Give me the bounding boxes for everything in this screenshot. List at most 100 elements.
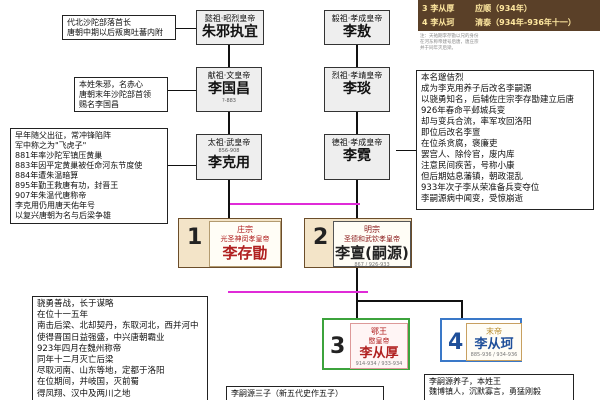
note-line: 即位后改名李亶 [421, 128, 481, 138]
emperor-posthumous-title: 愍皇帝 [368, 337, 390, 345]
note-line: 但后期姑息藩镇，朝政混乱 [421, 172, 524, 182]
note-line: 933年次子李从荣准备兵变夺位 [421, 183, 540, 193]
legend-reign: 应顺（934年） [475, 4, 532, 13]
emperor-number: 1 [187, 225, 203, 250]
emperor-number: 2 [313, 225, 329, 250]
emperor-number: 4 [448, 330, 464, 355]
note-line: 南击后梁、北却契丹，东取河北，西并河中 [37, 321, 199, 332]
note-line: 却与变兵合流，率军攻回洛阳 [421, 117, 532, 127]
note-line: 注意民间疾苦，号称小康 [421, 161, 515, 171]
emperor-info: 鄂王 愍皇帝 李从厚 914-934 / 933-934 [350, 323, 408, 369]
footnote-line: 注：天祐期李存勖以兄的身份 [420, 34, 479, 39]
ancestor-name: 李敖 [343, 24, 371, 40]
emperor-4-card: 4 末帝 李从珂 885-936 / 934-936 [440, 318, 522, 362]
legend-footnote: 注：天祐期李存勖以兄的身份 在河东称帝建号后唐，唐庄宗 并于同年灭后梁。 [420, 34, 479, 52]
legend-reign: 清泰（934年-936年十一） [475, 18, 576, 27]
note-line: 同年十二月灭亡后梁 [37, 355, 114, 366]
emperor-name: 李亶(嗣源) [335, 244, 409, 262]
emperor-number: 3 [330, 334, 346, 359]
emperor-posthumous-title: 圣德和武钦孝皇帝 [344, 235, 400, 243]
emperor-info: 庄宗 光圣神闵孝皇帝 李存勖 [209, 221, 281, 267]
emperor-dates: 867 / 926-933 [354, 262, 390, 268]
footnote-line: 并于同年灭后梁。 [420, 46, 456, 51]
ancestor-name: 李国昌 [208, 81, 250, 97]
note-line: 尽取河南、山东等地，定都于洛阳 [37, 366, 165, 377]
succession-line [228, 291, 368, 293]
note-line: 赐名李国昌 [79, 100, 119, 109]
ancestor-name: 李琰 [343, 81, 371, 97]
note-line: 895年勤王救唐有功，封晋王 [15, 181, 119, 190]
connector-line [356, 112, 358, 134]
note-line: 本名邈佶烈 [421, 73, 464, 83]
emperor-temple-name: 末帝 [486, 327, 502, 336]
note-line: 早年随父出征，常冲锋陷阵 [15, 131, 111, 140]
note-line: 在位十一五年 [37, 310, 89, 321]
note-line: 军中称之为"飞虎子" [15, 141, 87, 150]
note-line: 以复兴唐朝为名与后梁争雄 [15, 211, 111, 220]
note-cunxu: 骁勇善战，长于谋略 在位十一五年 南击后梁、北却契丹，东取河北，西并河中 使得晋… [32, 296, 208, 400]
legend-row: 4 李从珂 清泰（934年-936年十一） [422, 18, 576, 28]
ancestor-title: 德祖·孝成皇帝 [331, 138, 383, 147]
note-line: 使得晋国日益强盛，中兴唐朝霸业 [37, 332, 165, 343]
succession-line [230, 203, 360, 205]
ancestor-title: 烈祖·孝靖皇帝 [331, 71, 383, 80]
emperor-name: 李存勖 [222, 244, 268, 262]
emperor-1-card: 1 庄宗 光圣神闵孝皇帝 李存勖 [178, 218, 282, 268]
ancestor-title: 太祖·武皇帝 [207, 138, 251, 147]
ancestor-zhuxie-zhiyi: 懿祖·昭烈皇帝 朱邪执宜 [196, 10, 264, 45]
note-line: 以骁勇知名，后辅佐庄宗李存勖建立后唐 [421, 95, 575, 105]
note-line: 881年率沙陀军镇压黄巢 [15, 151, 103, 160]
connector-line [228, 180, 230, 218]
emperor-info: 末帝 李从珂 885-936 / 934-936 [466, 323, 522, 361]
ancestor-name: 朱邪执宜 [202, 24, 258, 40]
footnote-line: 在河东称帝建号后唐，唐庄宗 [420, 40, 479, 45]
note-congke: 李嗣源养子，本姓王 魏博镇人，沉默寡言，勇猛刚毅 [424, 374, 574, 400]
legend-num: 4 [422, 18, 428, 27]
connector-line [356, 300, 462, 302]
emperor-posthumous-title: 光圣神闵孝皇帝 [220, 235, 270, 243]
legend-row: 3 李从厚 应顺（934年） [422, 4, 532, 14]
note-zhuxie: 代北沙陀部落首长 唐朝中期以后叛离吐蕃内附 [62, 15, 176, 40]
note-siyuan: 本名邈佶烈 成为李克用养子后改名李嗣源 以骁勇知名，后辅佐庄宗李存勖建立后唐 9… [416, 70, 594, 210]
ancestor-dates: 856-908 [218, 148, 240, 154]
ancestor-li-yan: 烈祖·孝靖皇帝 李琰 [324, 67, 390, 112]
ancestor-title: 懿祖·昭烈皇帝 [204, 14, 256, 23]
note-line: 李嗣源养子，本姓王 [429, 377, 501, 386]
reign-legend: 3 李从厚 应顺（934年） 4 李从珂 清泰（934年-936年十一） [418, 0, 600, 31]
emperor-name: 李从珂 [474, 337, 514, 352]
note-pointer [168, 165, 196, 166]
connector-line [228, 112, 230, 134]
ancestor-dates: ?-883 [221, 98, 236, 104]
ancestor-name: 李克用 [208, 155, 250, 171]
ancestor-li-guochang: 献祖·文皇帝 李国昌 ?-883 [196, 67, 262, 112]
note-keyong: 早年随父出征，常冲锋陷阵 军中称之为"飞虎子" 881年率沙陀军镇压黄巢 883… [10, 128, 168, 224]
emperor-dates: 885-936 / 934-936 [470, 352, 518, 358]
note-line: 926年春命平邺城兵变 [421, 106, 506, 116]
note-line: 884年遭朱温暗算 [15, 171, 79, 180]
connector-line [461, 300, 463, 318]
ancestor-li-ni: 德祖·孝成皇帝 李霓 [324, 134, 390, 180]
connector-line [356, 268, 358, 318]
emperor-temple-name: 庄宗 [237, 225, 253, 234]
note-line: 唐朝中期以后叛离吐蕃内附 [67, 28, 163, 37]
ancestor-title: 献祖·文皇帝 [207, 71, 251, 80]
ancestor-li-ao: 毅祖·孝成皇帝 李敖 [324, 10, 390, 45]
connector-line [356, 180, 358, 218]
emperor-info: 明宗 圣德和武钦孝皇帝 李亶(嗣源) 867 / 926-933 [333, 221, 411, 268]
note-line: 骁勇善战，长于谋略 [37, 299, 114, 309]
note-line: 923年四月在魏州称帝 [37, 343, 122, 354]
ancestor-title: 毅祖·孝成皇帝 [331, 14, 383, 23]
note-pointer [396, 150, 416, 151]
legend-name: 李从厚 [430, 4, 455, 13]
emperor-name: 李从厚 [359, 346, 399, 361]
note-line: 李克用仍用唐天佑年号 [15, 201, 95, 210]
note-pointer [168, 90, 196, 91]
note-conghou: 李嗣源三子（新五代史作五子） [226, 386, 384, 400]
note-line: 成为李克用养子后改名李嗣源 [421, 84, 532, 94]
emperor-temple-name: 鄂王 [371, 327, 387, 336]
emperor-2-card: 2 明宗 圣德和武钦孝皇帝 李亶(嗣源) 867 / 926-933 [304, 218, 412, 268]
note-line: 李嗣源病中闻变，受惊崩逝 [421, 194, 524, 204]
connector-line [356, 45, 358, 67]
note-line: 代北沙陀部落首长 [67, 18, 131, 27]
note-line: 得凤翔、汉中及两川之地 [37, 388, 131, 399]
